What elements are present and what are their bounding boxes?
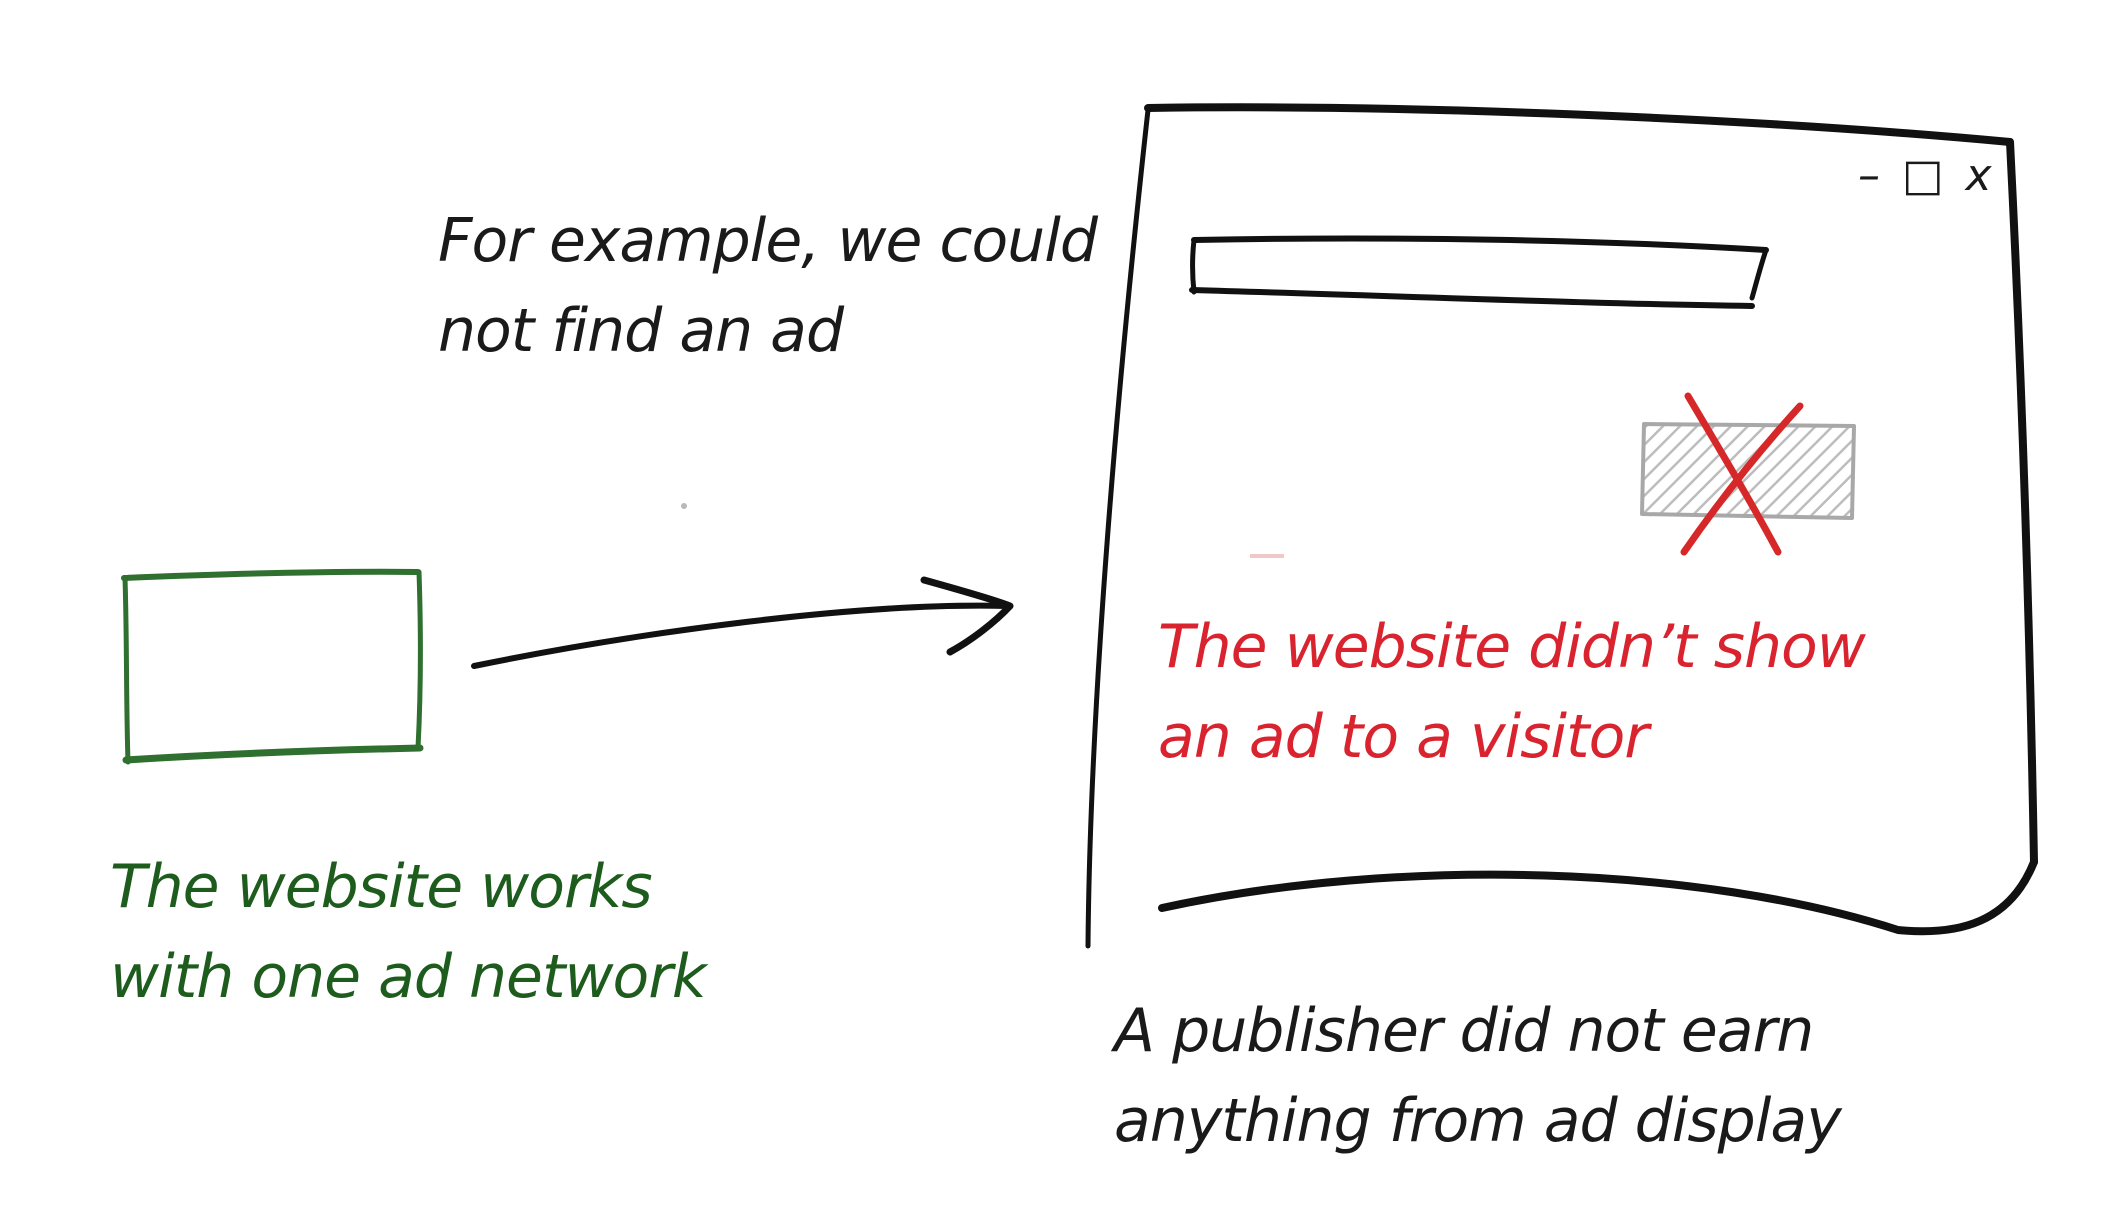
note-no-ad-shown: The website didn’t show an ad to a visit…: [1158, 602, 1866, 782]
note-line: A publisher did not earn: [1114, 996, 1814, 1066]
note-line: For example, we could: [438, 206, 1098, 276]
browser-window: [1085, 103, 2038, 949]
address-bar: [1189, 235, 1769, 309]
x-mark-icon: [1680, 392, 1804, 556]
note-publisher-no-earnings: A publisher did not earn anything from a…: [1114, 986, 1842, 1166]
note-line: The website works: [110, 852, 653, 922]
note-line: with one ad network: [110, 942, 707, 1012]
note-could-not-find-ad: For example, we could not find an ad: [438, 196, 1098, 376]
note-line: an ad to a visitor: [1158, 702, 1649, 772]
stray-dot: [681, 503, 687, 509]
note-one-ad-network: The website works with one ad network: [110, 842, 707, 1022]
website-box: [121, 568, 424, 765]
note-line: The website didn’t show: [1158, 612, 1866, 682]
note-line: anything from ad display: [1114, 1086, 1842, 1156]
arrow: [471, 576, 1014, 669]
note-line: not find an ad: [438, 296, 844, 366]
window-controls: – □ x: [1858, 150, 1996, 201]
